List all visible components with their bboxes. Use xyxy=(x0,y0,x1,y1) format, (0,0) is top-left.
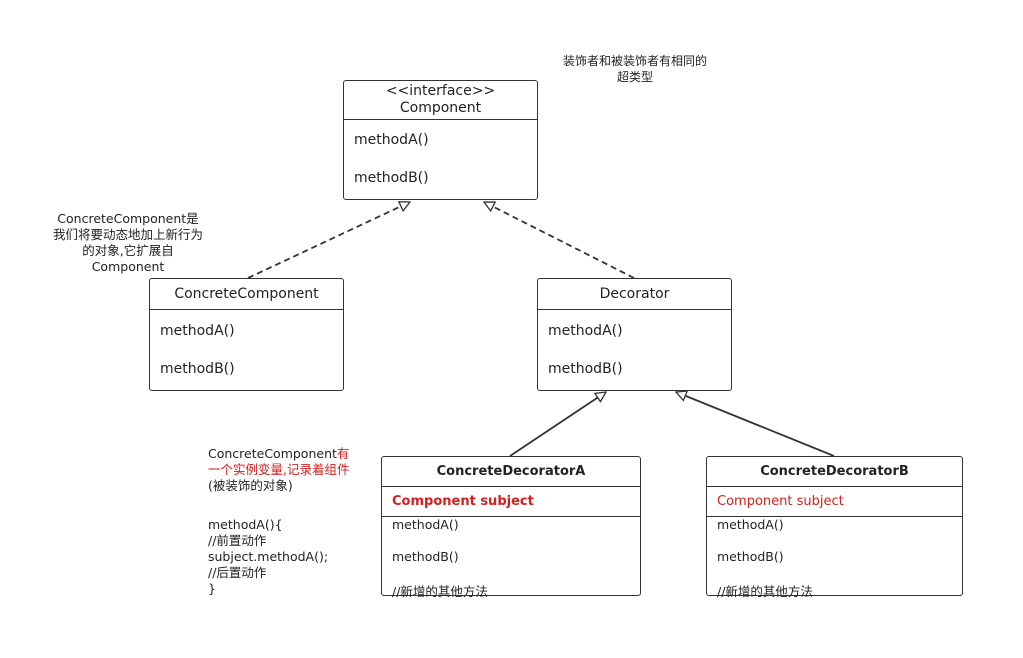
class-header: Decorator xyxy=(538,279,731,310)
note-line: Component xyxy=(91,259,165,274)
method-item: methodA() xyxy=(354,132,429,148)
note-line-highlight: 一个实例变量,记录着组件 xyxy=(208,462,350,477)
decorator-field-note: ConcreteComponent有 一个实例变量,记录着组件 (被装饰的对象) xyxy=(208,446,378,494)
method-item: methodB() xyxy=(354,170,429,186)
supertype-note: 装饰者和被装饰者有相同的 超类型 xyxy=(555,53,715,85)
concrete-component-class[interactable]: ConcreteComponent methodA() methodB() xyxy=(149,278,344,391)
decorator-class[interactable]: Decorator methodA() methodB() xyxy=(537,278,732,391)
realization-line-concrete-component xyxy=(247,202,410,279)
code-line: } xyxy=(208,581,216,596)
class-header: ConcreteDecoratorA xyxy=(382,457,640,487)
code-line: //后置动作 xyxy=(208,565,267,580)
component-class[interactable]: <<interface>> Component methodA() method… xyxy=(343,80,538,200)
note-line: 超类型 xyxy=(616,70,653,84)
class-name: Component xyxy=(399,100,482,116)
class-stereotype: <<interface>> xyxy=(385,83,496,99)
concrete-decorator-a-class[interactable]: ConcreteDecoratorA Component subject met… xyxy=(381,456,641,599)
code-line: //前置动作 xyxy=(208,533,267,548)
method-item: methodA() xyxy=(160,323,235,339)
realization-line-decorator xyxy=(484,201,635,279)
note-line: 的对象,它扩展自 xyxy=(82,243,174,258)
method-item: methodB() xyxy=(548,361,623,377)
note-line: 我们将要动态地加上新行为 xyxy=(52,227,203,242)
method-item: methodB() xyxy=(717,549,784,564)
inheritance-line-decorator-a xyxy=(509,392,606,457)
method-item: methodB() xyxy=(392,549,459,564)
method-item: methodB() xyxy=(160,361,235,377)
concrete-component-note: ConcreteComponent是 我们将要动态地加上新行为 的对象,它扩展自… xyxy=(46,211,210,275)
class-name: Decorator xyxy=(599,285,670,302)
method-item: //新增的其他方法 xyxy=(392,584,488,599)
class-field: Component subject xyxy=(382,487,640,517)
class-header: ConcreteDecoratorB xyxy=(707,457,962,487)
concrete-decorator-b-class[interactable]: ConcreteDecoratorB Component subject met… xyxy=(706,456,963,599)
class-name: ConcreteDecoratorB xyxy=(760,464,909,479)
method-item: methodA() xyxy=(717,517,784,532)
class-header: ConcreteComponent xyxy=(150,279,343,310)
note-text-highlight: 有 xyxy=(336,446,350,461)
note-line: 装饰者和被装饰者有相同的 xyxy=(562,54,707,68)
code-line: methodA(){ xyxy=(208,517,283,532)
inheritance-line-decorator-b xyxy=(676,392,835,457)
note-line: (被装饰的对象) xyxy=(208,478,293,493)
note-text: ConcreteComponent xyxy=(208,446,337,461)
method-item: methodA() xyxy=(548,323,623,339)
class-field: Component subject xyxy=(707,487,962,517)
class-name: ConcreteDecoratorA xyxy=(436,464,586,479)
code-snippet: methodA(){ //前置动作 subject.methodA(); //后… xyxy=(208,517,378,597)
note-line: ConcreteComponent有 xyxy=(208,446,378,462)
class-name: ConcreteComponent xyxy=(174,285,319,302)
note-line: ConcreteComponent是 xyxy=(57,211,199,226)
class-header: <<interface>> Component xyxy=(344,81,537,120)
method-item: methodA() xyxy=(392,517,459,532)
method-item: //新增的其他方法 xyxy=(717,584,813,599)
code-line: subject.methodA(); xyxy=(208,549,329,564)
